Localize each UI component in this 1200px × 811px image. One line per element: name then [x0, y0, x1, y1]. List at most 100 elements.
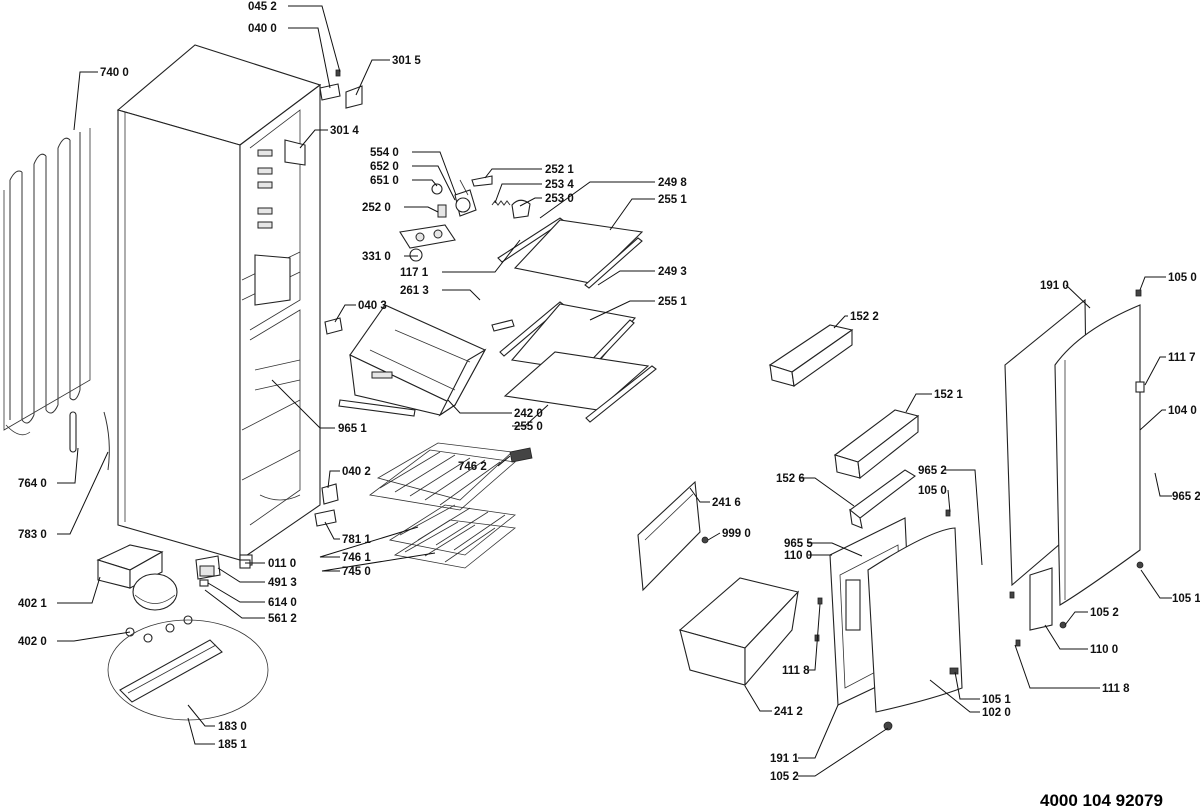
compressor-box — [96, 544, 164, 589]
label-191-0: 191 0 — [1040, 280, 1069, 292]
freezer-drawer — [678, 577, 800, 687]
middle-hinge — [1029, 567, 1053, 631]
damper — [511, 199, 531, 219]
label-402-0: 402 0 — [18, 636, 47, 648]
label-183-0: 183 0 — [218, 721, 247, 733]
hinge-screw — [1059, 621, 1067, 629]
label-999-0: 999 0 — [722, 528, 751, 540]
label-746-2: 746 2 — [458, 461, 487, 473]
label-652-0: 652 0 — [370, 161, 399, 173]
label-301-4: 301 4 — [330, 125, 359, 137]
freezer-basket-bottom — [393, 519, 516, 569]
door-balcony-top — [768, 324, 854, 387]
evaporator-cover — [284, 139, 306, 166]
label-764-0: 764 0 — [18, 478, 47, 490]
shelf-bracket-right — [321, 483, 339, 505]
door-stop — [1135, 381, 1145, 393]
shelf-trim-bottom — [585, 365, 657, 423]
drawer-screw — [701, 536, 709, 544]
freezer-door — [867, 527, 963, 713]
document-number: 4000 104 92079 — [1040, 791, 1163, 810]
crisper-drawer — [349, 304, 487, 417]
lamp-holder — [437, 204, 447, 218]
spring — [491, 200, 511, 206]
fridge-hinge-screw — [1136, 561, 1144, 569]
fridge-door-plug — [1135, 289, 1142, 297]
drawer-front — [637, 480, 701, 592]
label-783-0: 783 0 — [18, 529, 47, 541]
label-117-1: 117 1 — [400, 267, 429, 279]
label-152-6: 152 6 — [776, 473, 805, 485]
bottom-hinge-pin — [883, 721, 893, 731]
label-241-2: 241 2 — [774, 706, 803, 718]
label-105-2-freezer: 105 2 — [770, 771, 799, 783]
shelf-trim-rear — [584, 237, 643, 289]
label-111-8-freezer: 111 8 — [782, 665, 810, 677]
label-105-1-fridge: 105 1 — [1172, 593, 1200, 605]
label-252-1: 252 1 — [545, 164, 574, 176]
label-253-4: 253 4 — [545, 179, 574, 191]
label-249-8: 249 8 — [658, 177, 687, 189]
label-104-0: 104 0 — [1168, 405, 1197, 417]
label-185-1: 185 1 — [218, 739, 247, 751]
label-301-5: 301 5 — [392, 55, 421, 67]
drain-tube — [103, 411, 110, 471]
label-745-0: 745 0 — [342, 566, 371, 578]
door-handle — [845, 579, 861, 631]
thermostat-assembly — [454, 179, 477, 217]
door-balcony-middle — [833, 409, 920, 480]
lamp-cover — [471, 175, 493, 187]
label-253-0: 253 0 — [545, 193, 574, 205]
top-hinge — [319, 83, 341, 101]
label-105-1-freezer: 105 1 — [982, 694, 1011, 706]
label-554-0: 554 0 — [370, 147, 399, 159]
label-105-2-fridge: 105 2 — [1090, 607, 1119, 619]
label-614-0: 614 0 — [268, 597, 297, 609]
foot — [239, 559, 251, 569]
drawer-support — [338, 399, 416, 417]
egg-tray — [849, 469, 916, 529]
label-740-0: 740 0 — [100, 67, 129, 79]
foot-cover — [314, 509, 337, 527]
hinge-bolt — [949, 667, 959, 675]
label-241-6: 241 6 — [712, 497, 741, 509]
label-651-0: 651 0 — [370, 175, 399, 187]
label-965-2-left: 965 2 — [918, 465, 947, 477]
label-255-0: 255 0 — [514, 421, 543, 433]
label-561-2: 561 2 — [268, 613, 297, 625]
label-781-1: 781 1 — [342, 534, 371, 546]
label-242-0: 242 0 — [514, 408, 543, 420]
label-255-1-top: 255 1 — [658, 194, 687, 206]
freezer-basket-top — [369, 442, 516, 511]
label-252-0: 252 0 — [362, 202, 391, 214]
label-255-1-mid: 255 1 — [658, 296, 687, 308]
label-491-3: 491 3 — [268, 577, 297, 589]
control-housing — [399, 224, 456, 249]
fridge-door-screws — [1009, 591, 1021, 647]
compressor — [132, 573, 178, 611]
label-261-3: 261 3 — [400, 285, 429, 297]
condenser-coil — [3, 128, 91, 436]
leader-lines — [57, 5, 1172, 777]
label-045-2: 045 2 — [248, 1, 277, 13]
shelf-bracket-left — [324, 317, 343, 335]
label-102-0: 102 0 — [982, 707, 1011, 719]
label-110-0-fridge: 110 0 — [1090, 644, 1118, 656]
crisper-rail — [491, 319, 515, 332]
hinge-pin — [335, 69, 341, 77]
relay-cover — [199, 565, 215, 577]
label-331-0: 331 0 — [362, 251, 391, 263]
top-cover — [345, 85, 363, 109]
cabinet — [116, 44, 322, 566]
label-105-0-fridge: 105 0 — [1168, 272, 1197, 284]
label-152-2: 152 2 — [850, 311, 879, 323]
label-965-2-right: 965 2 — [1172, 491, 1200, 503]
label-011-0: 011 0 — [268, 558, 296, 570]
lamp-bulb — [431, 183, 443, 195]
label-111-8-fridge: 111 8 — [1102, 683, 1130, 695]
fridge-door — [1054, 304, 1141, 606]
part-labels: 045 2 040 0 301 5 740 0 301 4 554 0 652 … — [18, 1, 1200, 783]
door-plug-small — [945, 509, 951, 517]
